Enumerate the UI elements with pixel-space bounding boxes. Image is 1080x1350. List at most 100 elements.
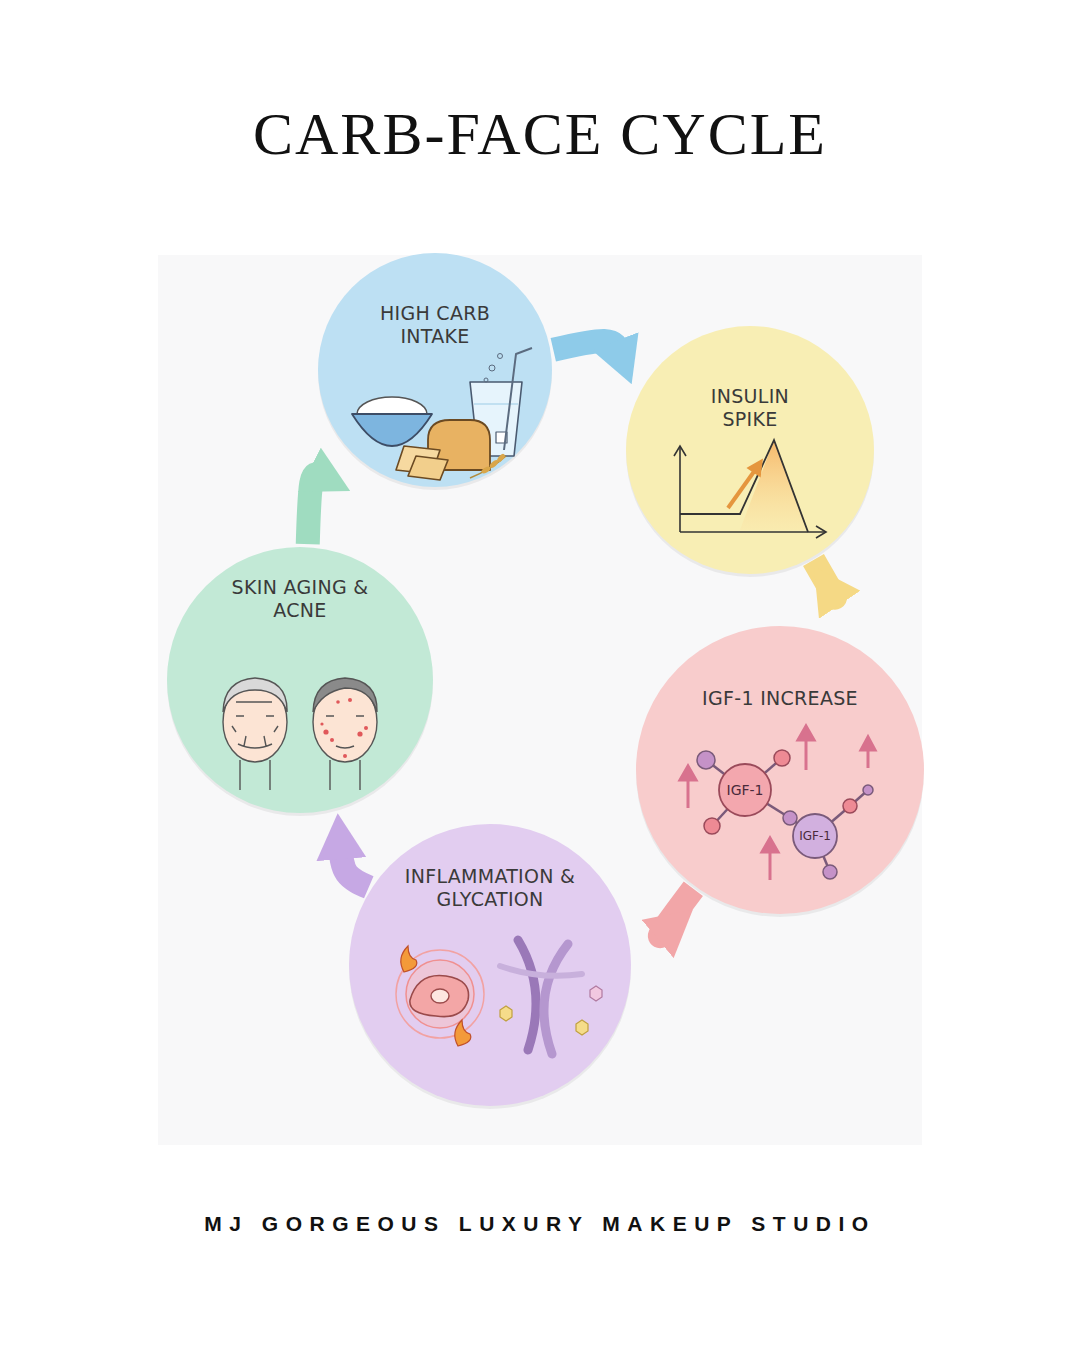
- inflamed-cell: [396, 946, 484, 1046]
- glycation-fibers: [500, 940, 602, 1054]
- path-shape: [240, 760, 270, 790]
- title: CARB-FACE CYCLE: [0, 100, 1080, 169]
- path-shape: [544, 944, 568, 1054]
- rect-shape: [496, 432, 507, 443]
- path-shape: [798, 726, 814, 740]
- g-shape: [706, 758, 868, 872]
- cycle-arrow: [813, 560, 835, 598]
- food-illustration: [352, 348, 532, 480]
- circle-shape: [774, 750, 790, 766]
- path-shape: [590, 986, 602, 1001]
- ellipse-shape: [313, 682, 377, 762]
- circle-shape: [489, 365, 495, 371]
- circle-shape: [317, 252, 553, 488]
- step-label: SKIN AGING & ACNE: [215, 576, 385, 622]
- insulin-graph: [674, 440, 826, 538]
- circle-shape: [793, 814, 837, 858]
- path-shape: [500, 966, 582, 976]
- g-shape: [320, 698, 368, 758]
- path-shape: [500, 1006, 512, 1021]
- circle-shape: [704, 818, 720, 834]
- circle-shape: [343, 754, 347, 758]
- cycle-arrow: [660, 889, 694, 936]
- path-shape: [401, 946, 417, 972]
- path-shape: [861, 737, 875, 750]
- ellipse-shape: [357, 397, 427, 431]
- aging-face: [223, 678, 287, 790]
- circle-shape: [357, 731, 362, 736]
- circle-shape: [498, 354, 503, 359]
- step-label: INFLAMMATION & GLYCATION: [395, 865, 585, 911]
- ellipse-shape: [489, 459, 500, 469]
- path-shape: [680, 440, 808, 532]
- step-label: INSULIN SPIKE: [685, 385, 815, 431]
- circle-shape: [863, 785, 873, 795]
- ellipse-shape: [431, 989, 449, 1003]
- path-shape: [805, 736, 808, 770]
- cycle-circle: HIGH CARB INTAKE: [317, 252, 553, 488]
- circle-shape: [783, 811, 797, 825]
- igf1-molecules: [680, 726, 875, 880]
- cycle-circle: SKIN AGING & ACNE: [166, 546, 434, 814]
- step-label: HIGH CARB INTAKE: [365, 302, 505, 348]
- cycle-circle: INSULIN SPIKE: [625, 325, 875, 575]
- path-shape: [232, 702, 278, 748]
- circle-fill: [318, 253, 552, 487]
- path-shape: [748, 460, 762, 476]
- cycle-circle: IGF-1 INCREASE: [635, 625, 925, 915]
- circle-shape: [348, 698, 352, 702]
- circle-shape: [336, 700, 340, 704]
- path-shape: [408, 456, 448, 480]
- path-shape: [326, 716, 364, 748]
- path-shape: [867, 746, 870, 768]
- ellipse-shape: [223, 682, 287, 762]
- path-shape: [674, 446, 686, 456]
- circle-shape: [396, 950, 484, 1038]
- circle-shape: [323, 729, 328, 734]
- path-shape: [769, 848, 772, 880]
- circle-shape: [330, 738, 334, 742]
- path-shape: [740, 440, 808, 530]
- ellipse-shape: [480, 465, 491, 474]
- circle-shape: [484, 378, 488, 382]
- acne-face: [313, 678, 377, 790]
- path-shape: [352, 414, 432, 446]
- circle-fill: [349, 824, 631, 1106]
- circle-shape: [823, 865, 837, 879]
- circle-shape: [320, 722, 323, 725]
- cycle-circle: INFLAMMATION & GLYCATION: [348, 823, 632, 1107]
- path-shape: [313, 678, 377, 712]
- cycle-arrow: [340, 847, 368, 887]
- g-shape: [680, 726, 875, 880]
- cycle-arrow: [553, 341, 619, 352]
- path-shape: [680, 531, 826, 533]
- step-label: IGF-1 INCREASE: [670, 687, 890, 710]
- circle-shape: [843, 799, 857, 813]
- ellipse-shape: [496, 453, 506, 464]
- circle-fill: [636, 626, 924, 914]
- circle-shape: [625, 325, 875, 575]
- path-shape: [428, 420, 490, 470]
- path-shape: [455, 1020, 471, 1046]
- path-shape: [850, 790, 868, 806]
- circle-shape: [697, 751, 715, 769]
- circle-shape: [364, 726, 368, 730]
- path-shape: [470, 456, 506, 478]
- path-shape: [474, 403, 518, 404]
- circle-shape: [719, 764, 771, 816]
- path-shape: [470, 382, 522, 456]
- circle-fill: [167, 547, 433, 813]
- path-shape: [396, 446, 440, 474]
- molecule-label: IGF-1: [727, 782, 764, 798]
- path-shape: [728, 466, 758, 508]
- circle-shape: [635, 625, 925, 915]
- path-shape: [687, 776, 690, 808]
- path-shape: [762, 838, 778, 852]
- path-shape: [330, 760, 360, 790]
- path-shape: [410, 976, 469, 1017]
- molecule-label: IGF-1: [799, 829, 831, 843]
